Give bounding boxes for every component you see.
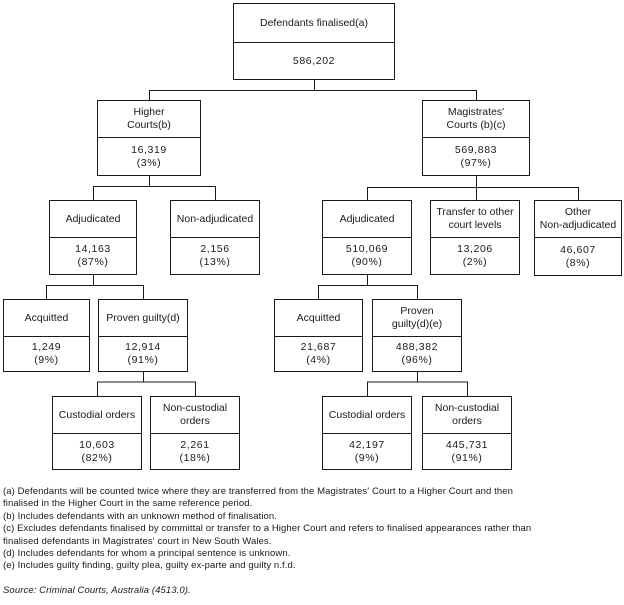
node-count: 42,197 [349, 438, 385, 451]
node-value: 586,202 [234, 43, 394, 79]
node-value: 510,069 (90%) [323, 238, 411, 274]
node-label: Adjudicated [50, 201, 136, 238]
footnote-b: (b) Includes defendants with an unknown … [3, 510, 278, 522]
node-label: Custodial orders [53, 397, 141, 434]
node-percent: (9%) [34, 354, 59, 366]
node-percent: (96%) [401, 354, 433, 366]
node-percent: (9%) [354, 451, 380, 464]
node-label: Magistrates' Courts (b)(c) [423, 101, 529, 138]
node-percent: (2%) [462, 256, 488, 268]
node-label: Higher Courts(b) [98, 101, 200, 138]
node-label: Non-custodial orders [423, 397, 511, 434]
node-higher-non-custodial-orders: Non-custodial orders 2,261 (18%) [150, 396, 240, 470]
node-label: Proven guilty(d)(e) [373, 300, 461, 337]
node-count: 16,319 [131, 143, 167, 156]
node-value: 21,687 (4%) [275, 337, 362, 371]
node-label: Non-custodial orders [151, 397, 239, 434]
node-percent: (18%) [179, 451, 211, 464]
node-label: Adjudicated [323, 201, 411, 238]
node-value: 12,914 (91%) [99, 337, 187, 371]
connector-higher-adjudicated-to-outcome [45, 275, 145, 299]
node-value: 2,156 (13%) [171, 238, 259, 274]
footnote-d: (d) Includes defendants for whom a princ… [3, 548, 291, 560]
node-count: 586,202 [292, 54, 336, 67]
connector-magistrates-to-adjudication [366, 176, 580, 200]
node-value: 488,382 (96%) [373, 337, 461, 371]
node-mag-custodial-orders: Custodial orders 42,197 (9%) [322, 396, 412, 470]
node-percent: (91%) [127, 354, 159, 366]
node-label: Non-adjudicated [171, 201, 259, 238]
footnote-e: (e) Includes guilty finding, guilty plea… [3, 560, 296, 572]
node-percent: (87%) [77, 256, 109, 268]
node-percent: (8%) [565, 256, 591, 269]
node-count: 488,382 [395, 341, 439, 353]
node-mag-adjudicated: Adjudicated 510,069 (90%) [322, 200, 412, 275]
node-count: 2,156 [200, 243, 230, 255]
node-count: 2,261 [180, 438, 210, 451]
footnote-a: (a) Defendants will be counted twice whe… [3, 486, 513, 510]
node-count: 14,163 [75, 243, 111, 255]
node-percent: (82%) [81, 451, 113, 464]
node-value: 14,163 (87%) [50, 238, 136, 274]
node-higher-adjudicated: Adjudicated 14,163 (87%) [49, 200, 137, 275]
node-magistrates-courts: Magistrates' Courts (b)(c) 569,883 (97%) [422, 100, 530, 176]
footnote-c: (c) Excludes defendants finalised by com… [3, 523, 532, 547]
node-value: 569,883 (97%) [423, 138, 529, 175]
node-value: 445,731 (91%) [423, 434, 511, 469]
node-value: 10,603 (82%) [53, 434, 141, 469]
node-label: Proven guilty(d) [99, 300, 187, 337]
node-higher-acquitted: Acquitted 1,249 (9%) [3, 299, 90, 372]
node-label: Defendants finalised(a) [234, 4, 394, 43]
node-percent: (4%) [306, 354, 331, 366]
node-percent: (90%) [351, 256, 383, 268]
node-defendants-finalised: Defendants finalised(a) 586,202 [233, 3, 395, 80]
node-count: 569,883 [454, 143, 498, 156]
node-percent: (91%) [451, 451, 483, 464]
node-count: 12,914 [125, 341, 161, 353]
node-higher-custodial-orders: Custodial orders 10,603 (82%) [52, 396, 142, 470]
node-percent: (97%) [460, 156, 492, 169]
node-value: 16,319 (3%) [98, 138, 200, 175]
source-citation: Source: Criminal Courts, Australia (4513… [3, 584, 191, 596]
connector-mag-adjudicated-to-outcome [317, 275, 419, 299]
node-mag-non-custodial-orders: Non-custodial orders 445,731 (91%) [422, 396, 512, 470]
node-higher-non-adjudicated: Non-adjudicated 2,156 (13%) [170, 200, 260, 275]
node-percent: (13%) [199, 256, 231, 268]
node-count: 1,249 [31, 341, 62, 353]
node-percent: (3%) [136, 156, 162, 169]
node-count: 46,607 [560, 243, 596, 256]
node-higher-proven-guilty: Proven guilty(d) 12,914 (91%) [98, 299, 188, 372]
node-label: Acquitted [275, 300, 362, 337]
node-value: 42,197 (9%) [323, 434, 411, 469]
connector-root-to-courts [148, 80, 478, 100]
footnotes-block: (a) Defendants will be counted twice whe… [3, 486, 621, 597]
connector-mag-guilty-to-orders [366, 372, 469, 396]
node-value: 2,261 (18%) [151, 434, 239, 469]
node-count: 13,206 [457, 243, 493, 255]
node-label: Other Non-adjudicated [535, 201, 621, 238]
node-mag-transfer-other-courts: Transfer to other court levels 13,206 (2… [430, 200, 520, 275]
node-label: Transfer to other court levels [431, 201, 519, 238]
node-count: 445,731 [445, 438, 489, 451]
node-higher-courts: Higher Courts(b) 16,319 (3%) [97, 100, 201, 176]
connector-higher-guilty-to-orders [96, 372, 197, 396]
node-label: Custodial orders [323, 397, 411, 434]
node-mag-acquitted: Acquitted 21,687 (4%) [274, 299, 363, 372]
node-mag-other-non-adjudicated: Other Non-adjudicated 46,607 (8%) [534, 200, 622, 276]
node-count: 10,603 [79, 438, 115, 451]
node-value: 13,206 (2%) [431, 238, 519, 274]
node-label: Acquitted [4, 300, 89, 337]
connector-higher-to-adjudication [92, 176, 217, 200]
node-mag-proven-guilty: Proven guilty(d)(e) 488,382 (96%) [372, 299, 462, 372]
node-value: 1,249 (9%) [4, 337, 89, 371]
node-count: 510,069 [345, 243, 389, 255]
node-count: 21,687 [300, 341, 337, 353]
node-value: 46,607 (8%) [535, 238, 621, 275]
